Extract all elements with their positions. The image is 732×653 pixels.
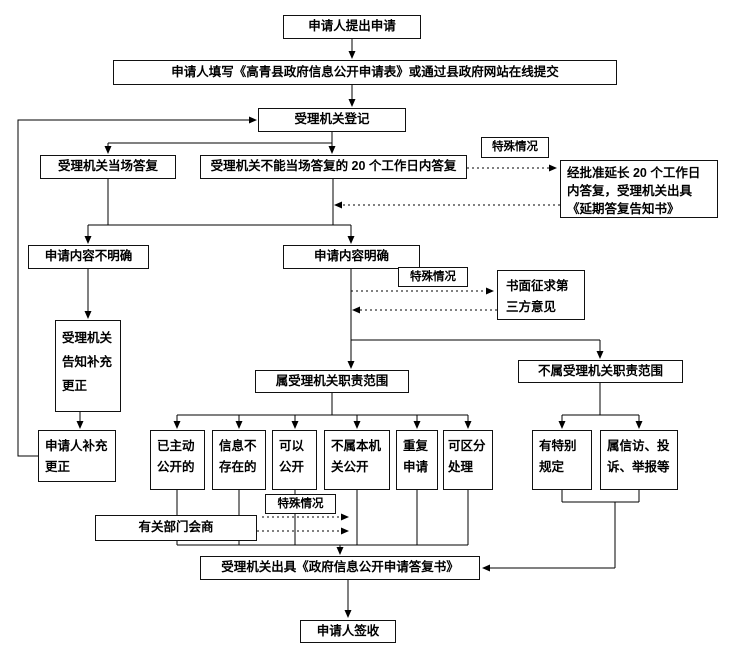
node-already-disclosed: 已主动公开的 <box>150 430 205 490</box>
node-petition-complaint: 属信访、投诉、举报等 <box>600 430 678 490</box>
node-extension-notice: 经批准延长 20 个工作日内答复，受理机关出具《延期答复告知书》 <box>560 160 718 218</box>
node-separable-handling: 可区分处理 <box>443 430 493 490</box>
node-department-consult: 有关部门会商 <box>95 515 257 541</box>
node-content-unclear: 申请内容不明确 <box>28 245 149 269</box>
node-repeated-application: 重复申请 <box>396 430 438 490</box>
solid-connectors <box>17 39 643 618</box>
node-special-case-top: 特殊情况 <box>481 137 549 158</box>
node-special-case-middle: 特殊情况 <box>398 267 468 287</box>
node-register: 受理机关登记 <box>258 108 406 132</box>
node-applicant-sign: 申请人签收 <box>300 620 396 643</box>
node-applicant-submit: 申请人提出申请 <box>283 15 421 39</box>
node-third-party-opinion: 书面征求第三方意见 <box>497 270 585 320</box>
node-not-this-authority: 不属本机关公开 <box>324 430 390 490</box>
node-reply-20-days: 受理机关不能当场答复的 20 个工作日内答复 <box>200 155 467 179</box>
node-in-scope: 属受理机关职责范围 <box>255 370 409 393</box>
node-onspot-reply: 受理机关当场答复 <box>40 155 176 179</box>
node-fill-form: 申请人填写《高青县政府信息公开申请表》或通过县政府网站在线提交 <box>113 60 617 85</box>
node-reply-document: 受理机关出具《政府信息公开申请答复书》 <box>200 556 480 580</box>
node-special-provision: 有特别规定 <box>532 430 592 490</box>
node-notify-supplement: 受理机关告知补充更正 <box>55 320 121 412</box>
dashed-connectors <box>257 164 560 535</box>
node-can-disclose: 可以公开 <box>272 430 317 490</box>
node-info-not-exist: 信息不存在的 <box>212 430 266 490</box>
node-applicant-supplement: 申请人补充更正 <box>38 430 116 482</box>
node-content-clear: 申请内容明确 <box>283 245 420 269</box>
node-special-case-bottom: 特殊情况 <box>265 494 336 514</box>
node-out-of-scope: 不属受理机关职责范围 <box>518 360 683 383</box>
